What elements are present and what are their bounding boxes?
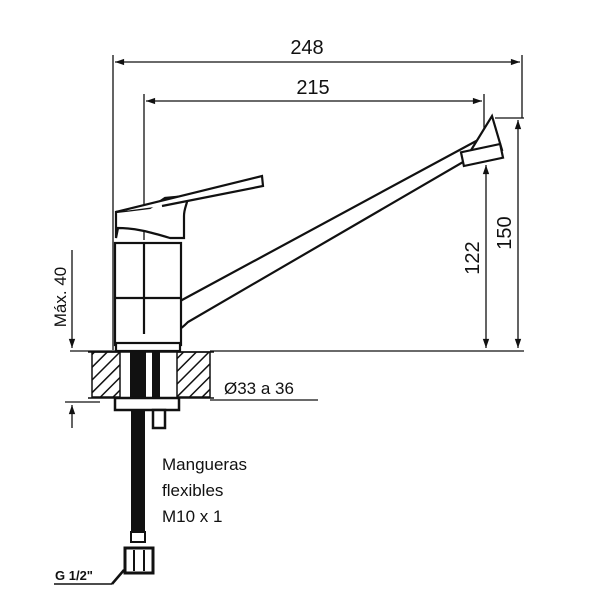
note-hose-2: flexibles xyxy=(162,481,223,500)
dimension-lines xyxy=(65,55,524,428)
dim-total-height: 150 xyxy=(494,216,516,249)
note-hose-1: Mangueras xyxy=(162,455,247,474)
deck-section xyxy=(88,351,214,430)
note-connection: G 1/2" xyxy=(55,568,93,583)
dim-hole-diameter: Ø33 a 36 xyxy=(224,379,294,398)
faucet-body xyxy=(113,113,505,353)
note-hose-3: M10 x 1 xyxy=(162,507,222,526)
flexible-hose xyxy=(54,410,155,585)
dim-max-deck: Máx. 40 xyxy=(51,267,70,327)
dim-outlet-height: 122 xyxy=(462,241,484,274)
dim-spout-reach: 215 xyxy=(296,77,329,99)
dim-overall-reach: 248 xyxy=(290,37,323,59)
